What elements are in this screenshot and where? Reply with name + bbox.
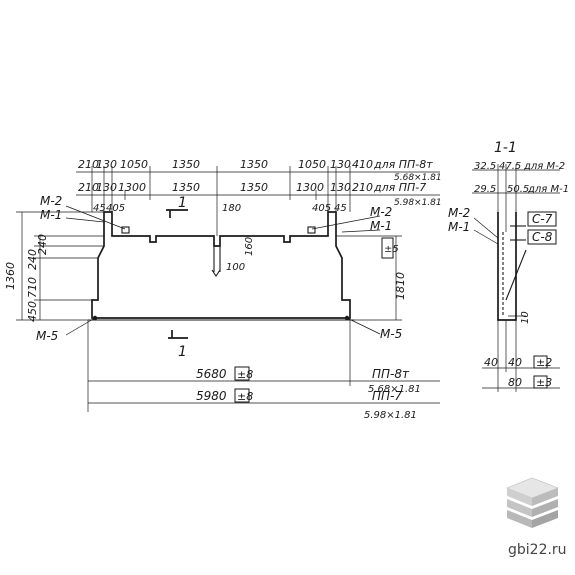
section-cut-markers: [166, 209, 188, 339]
dim-box-text: ±8: [237, 390, 253, 403]
dim-text: 29.5: [474, 184, 496, 195]
dim-text: 40: [508, 356, 522, 369]
dim-note: для М-2: [523, 161, 565, 172]
dim-text: 1810: [394, 272, 407, 300]
dim-text: 1350: [172, 158, 200, 171]
c8-box: [527, 229, 557, 245]
section-title: 1-1: [494, 140, 517, 156]
dim-text: 1300: [296, 181, 324, 194]
dim-text: 1350: [240, 181, 268, 194]
section-1-1: [472, 164, 560, 392]
dim-text: 1360: [4, 262, 17, 290]
section-box-2: [533, 375, 548, 389]
section-mark-m2: М-2: [448, 206, 470, 220]
left-dimension-lines: [16, 211, 104, 321]
panel-outline: [91, 211, 351, 319]
dim-text: 45: [93, 203, 106, 214]
dim-text: 210: [352, 181, 373, 194]
dim-text: 240: [36, 234, 49, 255]
dim-text: 10: [520, 311, 531, 324]
section-mark-c8: С-8: [532, 230, 553, 244]
dim-text: 40: [484, 356, 498, 369]
c7-box: [527, 211, 557, 227]
dim-text: 130: [330, 158, 351, 171]
dim-text: 130: [96, 158, 117, 171]
section-mark-m1: М-1: [448, 220, 470, 234]
dim-text: 50.5: [507, 184, 529, 195]
dim-text: 450: [26, 301, 39, 322]
dim-text: 130: [330, 181, 351, 194]
dim-text: 160: [244, 237, 255, 256]
dim-text: 5680: [196, 367, 227, 381]
dim-text: 1050: [298, 158, 326, 171]
dim-box-text: ±2: [536, 356, 552, 369]
section-marker-bottom: 1: [178, 344, 187, 360]
dim-text: 405: [106, 203, 125, 214]
dim-text: 1350: [240, 158, 268, 171]
section-box-1: [533, 355, 548, 369]
dim-box-text: ±5: [384, 244, 399, 255]
dim-text: 130: [96, 181, 117, 194]
section-marker-top: 1: [178, 195, 187, 211]
dim-text: 45: [334, 203, 347, 214]
dim-text: 1350: [172, 181, 200, 194]
panel-elevation: [88, 211, 354, 321]
dim-text: 410: [352, 158, 373, 171]
top-dims-row2: 210 130 1300 1350 1350 1300 130 210 для …: [78, 181, 442, 208]
mark-leaders: [65, 205, 381, 336]
dim-text: 710: [26, 277, 39, 298]
dim-text: 210: [78, 158, 99, 171]
dim-note: для ПП-7: [373, 181, 426, 194]
dim-note-size: 5.98×1.81: [394, 198, 442, 208]
plate-left: [121, 226, 130, 234]
dim-text: 5980: [196, 389, 227, 403]
dim-text: 32.5: [474, 161, 496, 172]
dim-note: для М-1: [527, 184, 569, 195]
bottom-dimension-lines: [87, 320, 440, 412]
plate-right: [307, 226, 316, 234]
dim-text: 240: [26, 249, 39, 270]
dim-note: ПП-8т: [372, 367, 410, 381]
top-dimension-lines: [76, 166, 440, 236]
dim-text: 405: [312, 203, 331, 214]
dim-text: 180: [222, 203, 241, 214]
mark-m1-left: М-1: [40, 208, 62, 222]
dim-note: ПП-7: [372, 389, 402, 403]
dim-text: 1300: [118, 181, 146, 194]
bottom-box-2: [234, 388, 250, 403]
mark-m1-right: М-1: [370, 219, 392, 233]
mark-m5-left: М-5: [36, 329, 58, 343]
dim-note-size: 5.98×1.81: [364, 410, 417, 421]
dim-box-text: ±8: [237, 368, 253, 381]
right-dimension-lines: [336, 235, 402, 321]
mark-m5-right: М-5: [380, 327, 402, 341]
mark-m2-right: М-2: [370, 205, 392, 219]
watermark-text: gbi22.ru: [508, 542, 567, 558]
section-mark-c7: С-7: [532, 212, 553, 226]
mark-m2-left: М-2: [40, 194, 62, 208]
dim-note: для ПП-8т: [373, 158, 433, 171]
loop-tip: [211, 269, 221, 277]
dim-note-size: 5.68×1.81: [394, 173, 442, 183]
dim-note-size: 5.68×1.81: [368, 384, 421, 395]
dim-text: 80: [508, 376, 522, 389]
dim-box-text: ±3: [536, 376, 552, 389]
bottom-box-1: [234, 366, 250, 381]
dim-text: 100: [226, 262, 245, 273]
right-dim-box: [381, 237, 394, 259]
dim-text: 1050: [120, 158, 148, 171]
dim-text: 47.5: [499, 161, 521, 172]
watermark-logo-icon: [506, 477, 559, 528]
top-dims-row1: 210 130 1050 1350 1350 1050 130 410 для …: [78, 158, 442, 183]
dim-text: 210: [78, 181, 99, 194]
